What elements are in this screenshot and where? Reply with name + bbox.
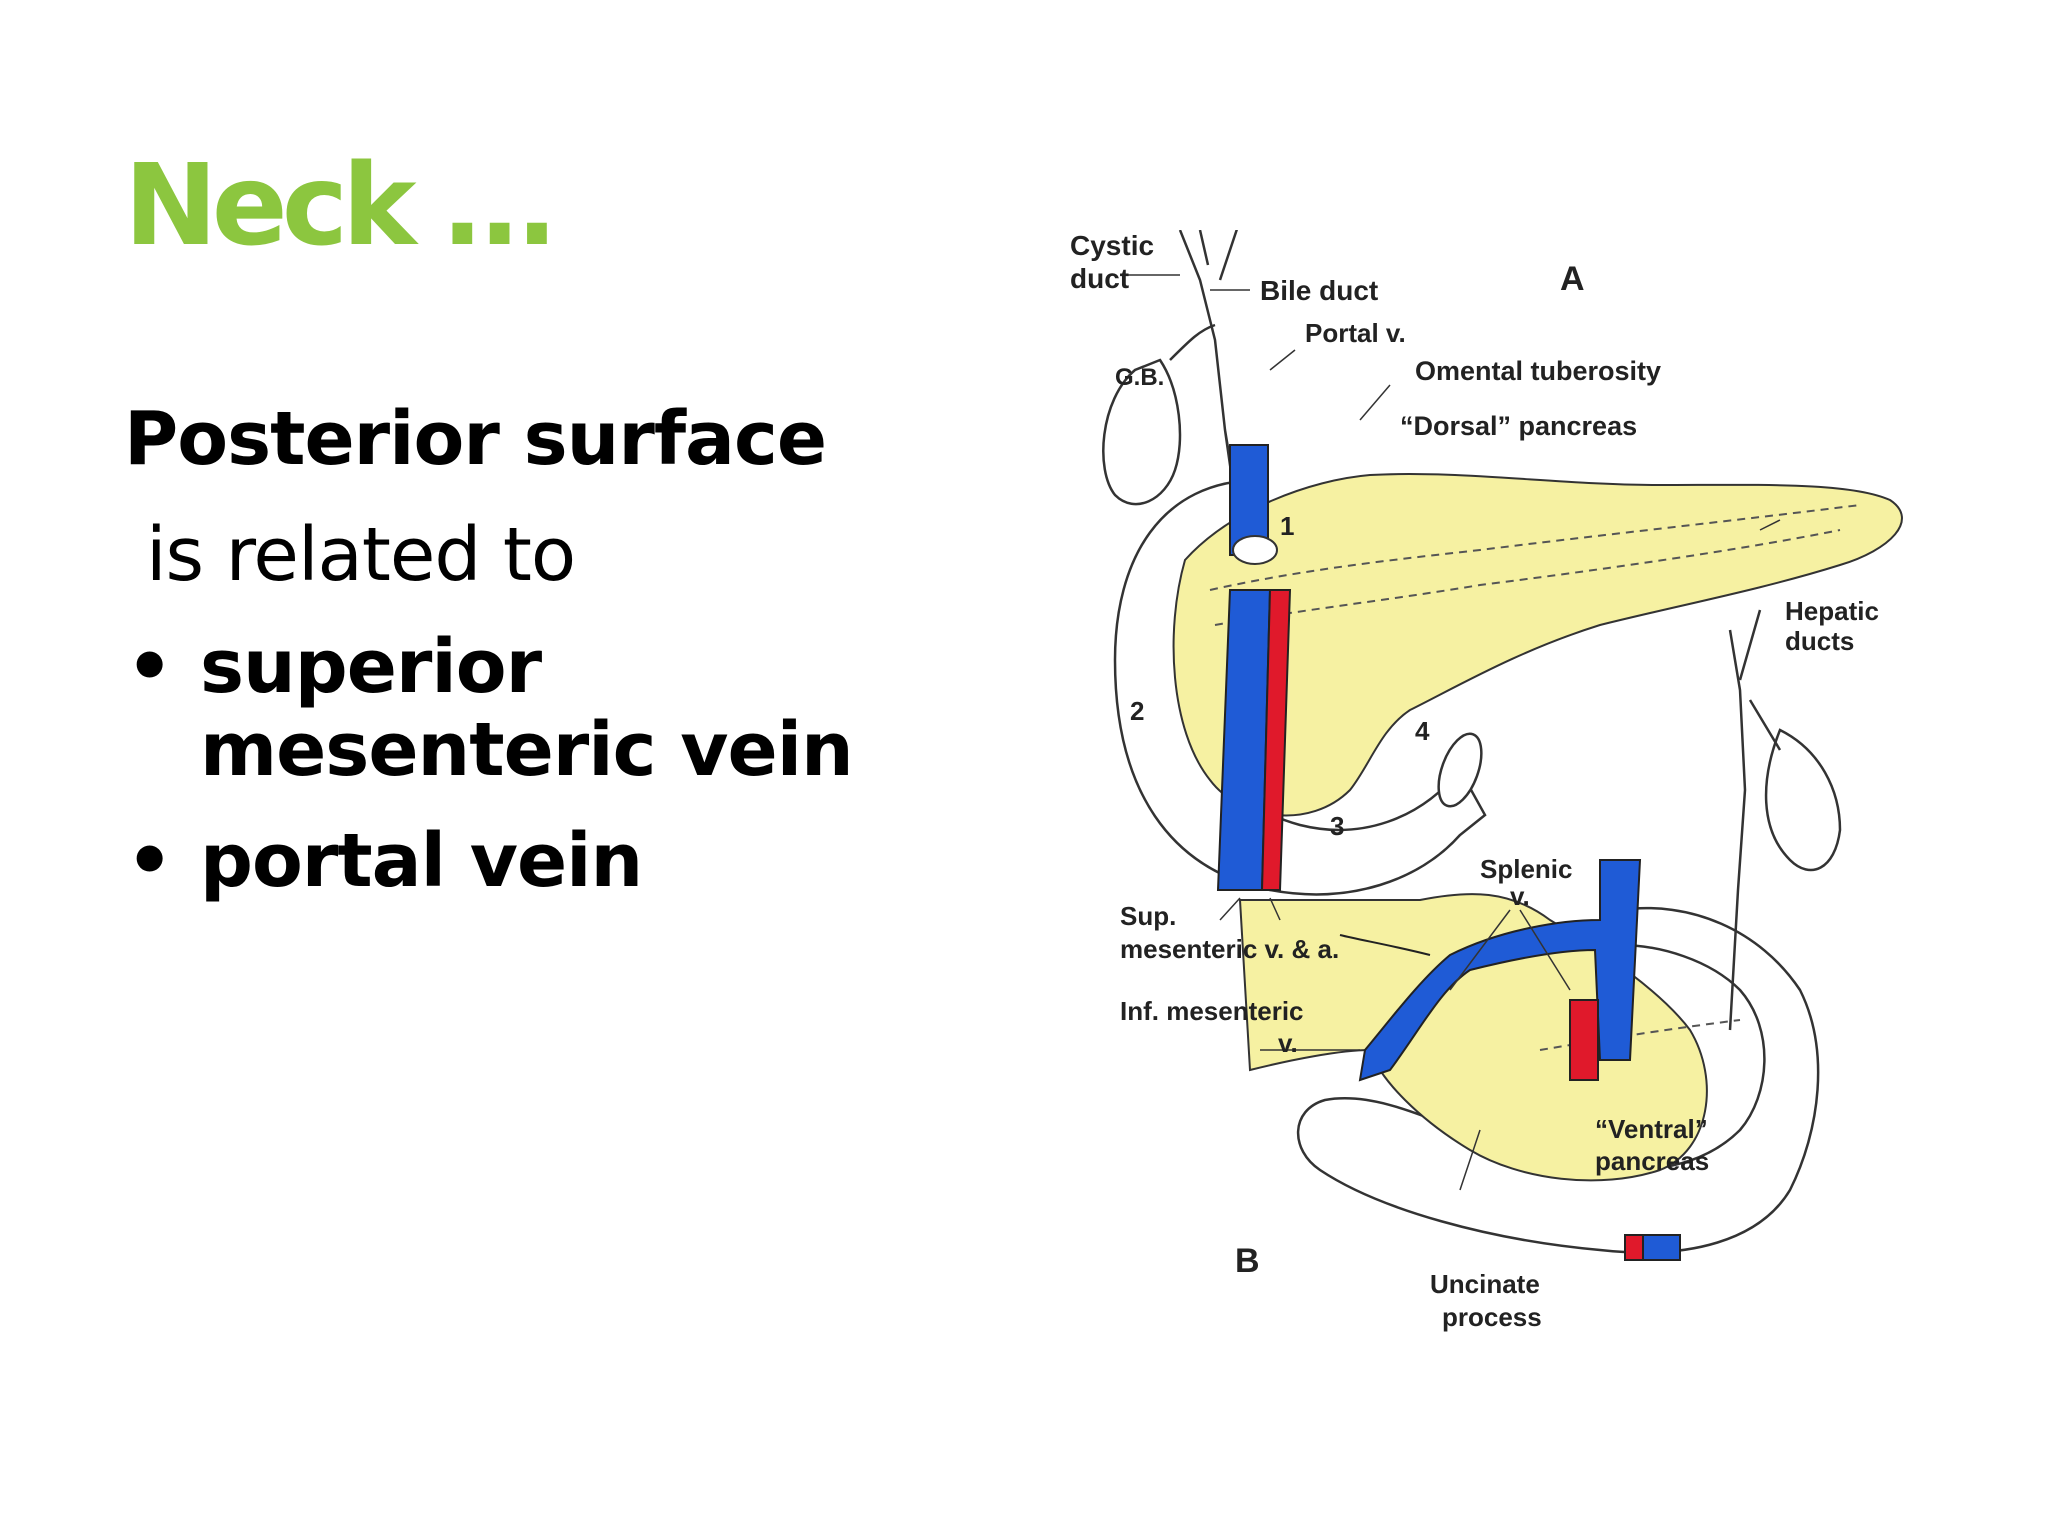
bullet-item: • portal vein xyxy=(124,817,884,904)
gallbladder-b xyxy=(1764,728,1842,872)
label-inf-mesenteric-2: v. xyxy=(1278,1028,1298,1058)
leader-lines xyxy=(1120,274,1781,1191)
slide-title: Neck … xyxy=(124,141,556,271)
label-num-3: 3 xyxy=(1330,811,1344,841)
portal-vein-opening xyxy=(1232,535,1278,565)
superior-mesenteric-artery xyxy=(1260,589,1292,891)
bile-duct-b xyxy=(1728,609,1782,1031)
label-hepatic-ducts-2: ducts xyxy=(1785,626,1854,656)
label-cystic-duct-1: Cystic xyxy=(1070,230,1154,261)
sma-b-bottom xyxy=(1624,1234,1644,1261)
label-omental-tuberosity: Omental tuberosity xyxy=(1415,356,1661,386)
diagram-svg: Cystic duct Bile duct A Portal v. G.B. O… xyxy=(1070,219,1903,1332)
duodenum-b xyxy=(1296,906,1820,1254)
pancreas-diagram: Cystic duct Bile duct A Portal v. G.B. O… xyxy=(1040,219,2000,1360)
label-cystic-duct-2: duct xyxy=(1070,263,1129,294)
text-column: Posterior surface is related to • superi… xyxy=(124,395,884,930)
label-ventral-pancreas-1: “Ventral” xyxy=(1595,1114,1708,1144)
label-gb: G.B. xyxy=(1115,364,1164,391)
gallbladder xyxy=(1102,358,1182,506)
label-uncinate-2: process xyxy=(1442,1302,1542,1332)
label-num-4: 4 xyxy=(1415,716,1430,746)
label-sup-mesenteric-1: Sup. xyxy=(1120,901,1176,931)
label-bile-duct: Bile duct xyxy=(1260,275,1378,306)
label-panel-a: A xyxy=(1560,260,1585,298)
label-ventral-pancreas-2: pancreas xyxy=(1595,1146,1709,1176)
label-num-2: 2 xyxy=(1130,696,1144,726)
smv-b-bottom xyxy=(1639,1234,1681,1261)
label-splenic-v-1: Splenic xyxy=(1480,854,1572,884)
bullet-text: superior mesenteric vein xyxy=(200,623,854,793)
bile-duct xyxy=(1178,219,1247,561)
label-uncinate-1: Uncinate xyxy=(1430,1269,1540,1299)
heading: Posterior surface xyxy=(124,396,827,482)
label-portal-v: Portal v. xyxy=(1305,318,1406,348)
bullet-item: • superior mesenteric vein xyxy=(124,623,884,793)
artery-b xyxy=(1569,999,1599,1081)
bullet-text: portal vein xyxy=(200,817,643,904)
duodenum-opening xyxy=(1437,732,1483,808)
label-inf-mesenteric-1: Inf. mesenteric xyxy=(1120,996,1304,1026)
subline: is related to xyxy=(146,511,576,598)
label-sup-mesenteric-2: mesenteric v. & a. xyxy=(1120,934,1339,964)
splenic-vein xyxy=(1358,859,1642,1082)
bullet-marker: • xyxy=(126,817,173,904)
bullet-list: • superior mesenteric vein • portal vein xyxy=(124,623,884,904)
label-splenic-v-2: v. xyxy=(1510,881,1530,911)
label-num-1: 1 xyxy=(1280,511,1294,541)
bullet-marker: • xyxy=(126,623,173,710)
label-panel-b: B xyxy=(1235,1242,1260,1280)
label-dorsal-pancreas: “Dorsal” pancreas xyxy=(1400,411,1637,441)
label-hepatic-ducts-1: Hepatic xyxy=(1785,596,1879,626)
